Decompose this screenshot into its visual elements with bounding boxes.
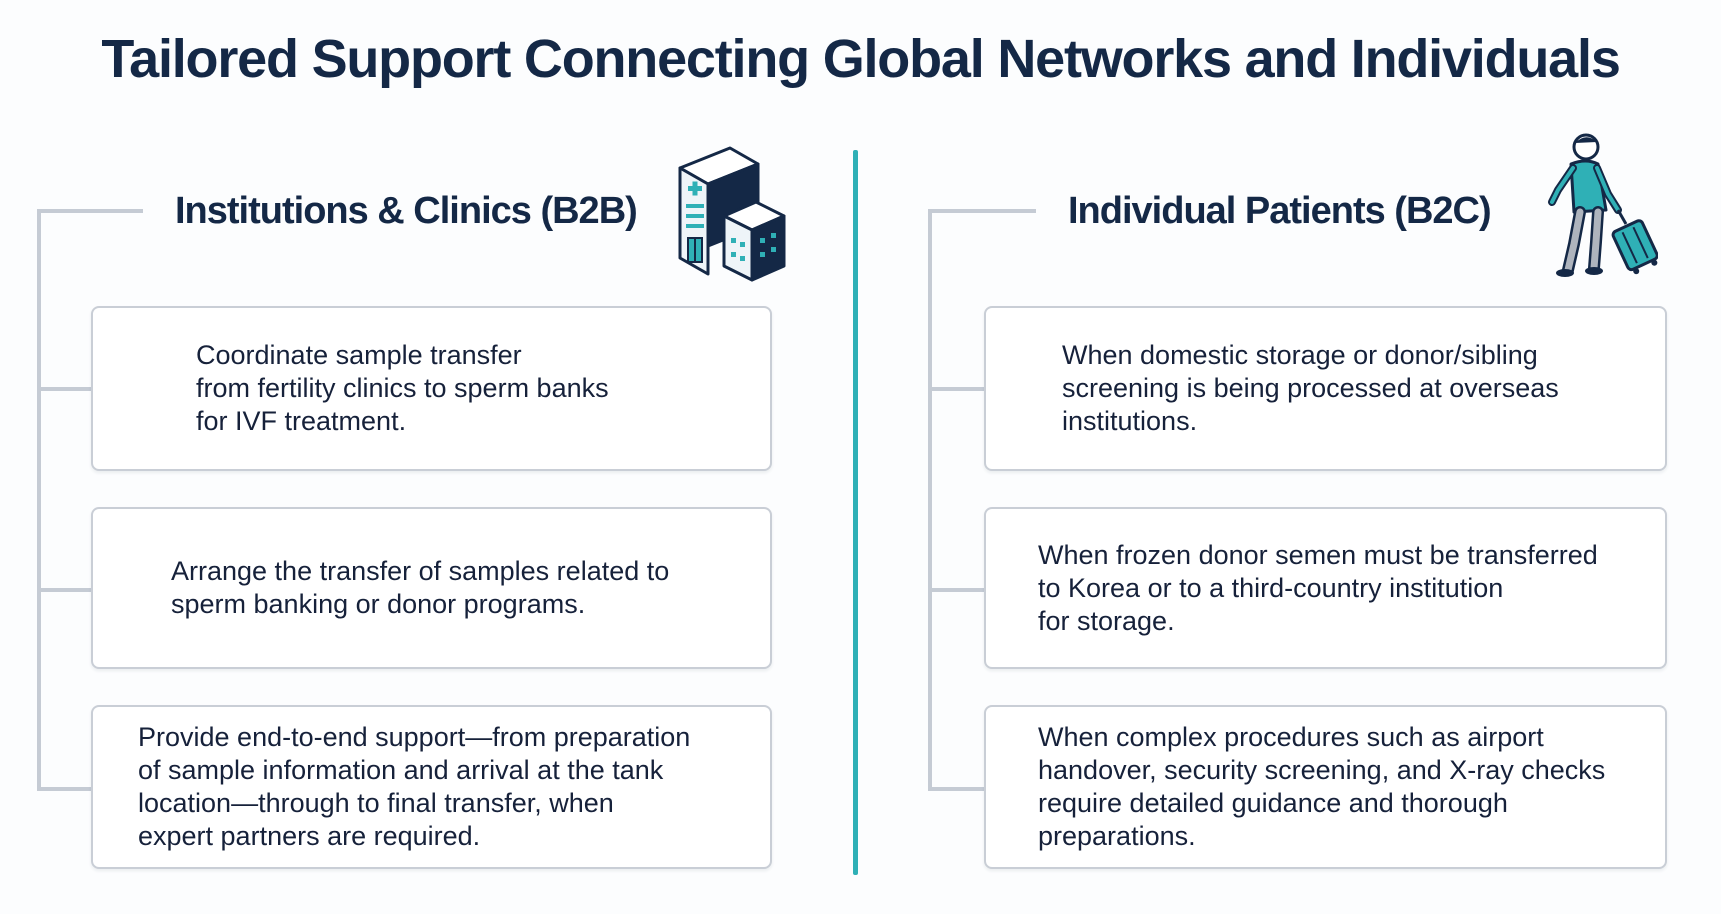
b2c-heading: Individual Patients (B2C): [1068, 190, 1492, 232]
b2c-card-3-text: When complex procedures such as airport …: [1038, 722, 1606, 851]
b2c-card-1: When domestic storage or donor/sibling s…: [984, 306, 1667, 471]
b2b-card-2-connector: [37, 588, 91, 592]
b2b-heading: Institutions & Clinics (B2B): [175, 190, 638, 232]
page-title: Tailored Support Connecting Global Netwo…: [101, 29, 1621, 89]
b2b-card-3-text: Provide end-to-end support—from preparat…: [138, 722, 691, 851]
b2b-card-1: Coordinate sample transfer from fertilit…: [91, 306, 772, 471]
b2b-card-3: Provide end-to-end support—from preparat…: [91, 705, 772, 869]
b2c-card-3: When complex procedures such as airport …: [984, 705, 1667, 869]
b2c-card-2-text: When frozen donor semen must be transfer…: [1038, 539, 1598, 636]
b2c-heading-connector: [928, 209, 1036, 213]
column-divider: [853, 150, 858, 875]
b2b-card-3-connector: [37, 787, 91, 791]
b2b-card-1-text: Coordinate sample transfer from fertilit…: [196, 340, 609, 436]
b2b-card-1-connector: [37, 387, 91, 391]
b2c-card-2: When frozen donor semen must be transfer…: [984, 507, 1667, 669]
b2b-heading-connector: [37, 209, 143, 213]
hospital-building-icon: [678, 146, 786, 282]
traveler-with-luggage-icon: [1548, 133, 1658, 277]
b2c-card-1-connector: [928, 387, 984, 391]
b2b-card-2: Arrange the transfer of samples related …: [91, 507, 772, 669]
b2b-card-2-text: Arrange the transfer of samples related …: [171, 556, 670, 619]
b2b-tree-trunk: [37, 209, 41, 791]
b2c-card-2-connector: [928, 588, 984, 592]
b2c-card-1-text: When domestic storage or donor/sibling s…: [1062, 340, 1559, 436]
b2c-tree-trunk: [928, 209, 932, 791]
b2c-card-3-connector: [928, 787, 984, 791]
